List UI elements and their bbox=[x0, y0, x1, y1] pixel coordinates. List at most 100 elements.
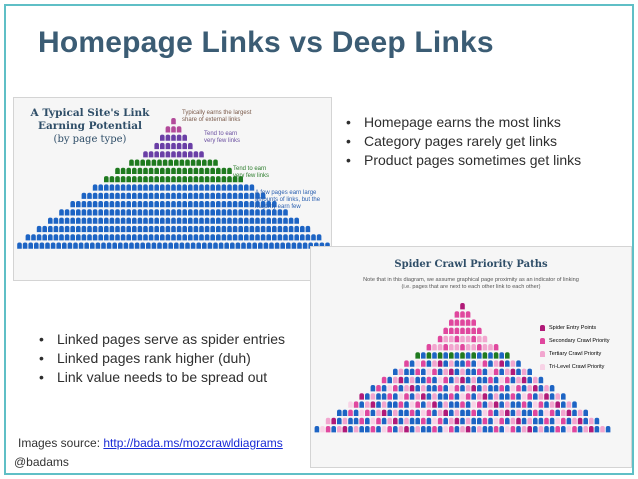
page-glyph bbox=[260, 234, 266, 241]
page-glyph bbox=[118, 242, 123, 249]
page-glyph bbox=[98, 234, 103, 241]
slide-title: Homepage Links vs Deep Links bbox=[38, 26, 494, 59]
page-glyph bbox=[482, 401, 488, 408]
page-glyph bbox=[227, 209, 232, 216]
page-glyph bbox=[59, 225, 64, 233]
legend-entry-points: Spider Entry Points bbox=[540, 321, 610, 334]
page-glyph bbox=[109, 184, 115, 191]
page-glyph bbox=[160, 192, 165, 199]
page-glyph bbox=[404, 409, 409, 416]
page-glyph bbox=[165, 234, 171, 241]
page-glyph bbox=[471, 335, 476, 343]
page-glyph bbox=[193, 184, 199, 191]
page-glyph bbox=[549, 401, 555, 408]
page-glyph bbox=[353, 401, 359, 408]
page-glyph bbox=[204, 225, 210, 233]
page-glyph bbox=[488, 360, 493, 367]
page-glyph bbox=[176, 126, 182, 133]
page-glyph bbox=[81, 217, 87, 224]
page-glyph bbox=[104, 217, 109, 224]
page-glyph bbox=[426, 385, 432, 392]
page-glyph bbox=[151, 159, 157, 166]
page-glyph bbox=[126, 176, 131, 183]
page-glyph bbox=[165, 142, 171, 150]
page-glyph bbox=[168, 159, 173, 166]
page-glyph bbox=[64, 234, 70, 241]
page-glyph bbox=[505, 393, 510, 400]
page-glyph bbox=[404, 393, 409, 400]
page-glyph bbox=[165, 201, 171, 208]
page-glyph bbox=[555, 401, 560, 408]
page-glyph bbox=[544, 385, 549, 392]
page-glyph bbox=[50, 242, 56, 249]
page-glyph bbox=[17, 242, 22, 249]
page-glyph bbox=[477, 360, 482, 367]
page-glyph bbox=[521, 376, 527, 384]
page-glyph bbox=[104, 234, 109, 241]
page-glyph bbox=[471, 368, 476, 375]
page-glyph bbox=[572, 426, 577, 433]
page-glyph bbox=[460, 385, 465, 392]
page-glyph bbox=[533, 376, 538, 384]
page-glyph bbox=[460, 376, 465, 384]
page-glyph bbox=[76, 217, 81, 224]
page-glyph bbox=[210, 209, 215, 216]
page-glyph bbox=[199, 217, 204, 224]
page-glyph bbox=[348, 426, 353, 433]
page-glyph bbox=[221, 234, 227, 241]
page-glyph bbox=[221, 176, 227, 183]
page-glyph bbox=[516, 360, 521, 367]
page-glyph bbox=[64, 217, 70, 224]
page-glyph bbox=[232, 184, 238, 191]
page-glyph bbox=[188, 217, 193, 224]
page-glyph bbox=[227, 184, 232, 191]
legend-swatch bbox=[540, 350, 545, 357]
page-glyph bbox=[454, 311, 460, 318]
page-glyph bbox=[260, 201, 266, 208]
page-glyph bbox=[404, 417, 409, 425]
diagram1-title: A Typical Site's Link Earning Potential bbox=[30, 107, 150, 132]
page-glyph bbox=[538, 417, 544, 425]
page-glyph bbox=[143, 225, 148, 233]
page-glyph bbox=[160, 209, 165, 216]
page-glyph bbox=[376, 417, 381, 425]
page-glyph bbox=[555, 393, 560, 400]
page-glyph bbox=[516, 401, 521, 408]
page-glyph bbox=[465, 409, 471, 416]
page-glyph bbox=[154, 201, 159, 208]
page-glyph bbox=[67, 242, 73, 249]
page-glyph bbox=[188, 225, 193, 233]
page-glyph bbox=[160, 134, 165, 141]
page-glyph bbox=[415, 368, 420, 375]
page-glyph bbox=[126, 234, 131, 241]
page-glyph bbox=[449, 360, 454, 367]
page-glyph bbox=[488, 376, 493, 384]
bullet-category: Category pages rarely get links bbox=[344, 132, 581, 151]
page-glyph bbox=[398, 393, 404, 400]
page-glyph bbox=[393, 385, 398, 392]
page-glyph bbox=[109, 217, 115, 224]
page-glyph bbox=[202, 159, 207, 166]
page-glyph bbox=[432, 401, 437, 408]
page-glyph bbox=[471, 393, 476, 400]
page-glyph bbox=[482, 393, 488, 400]
page-glyph bbox=[359, 409, 364, 416]
page-glyph bbox=[359, 417, 364, 425]
page-glyph bbox=[566, 417, 572, 425]
page-glyph bbox=[249, 184, 255, 191]
page-glyph bbox=[477, 335, 482, 343]
page-glyph bbox=[443, 368, 448, 375]
page-glyph bbox=[409, 409, 415, 416]
page-glyph bbox=[505, 426, 510, 433]
page-glyph bbox=[53, 234, 59, 241]
page-glyph bbox=[443, 376, 448, 384]
page-glyph bbox=[238, 217, 243, 224]
page-glyph bbox=[193, 201, 199, 208]
source-link[interactable]: http://bada.ms/mozcrawldiagrams bbox=[103, 436, 283, 450]
page-glyph bbox=[404, 376, 409, 384]
page-glyph bbox=[176, 134, 182, 141]
page-glyph bbox=[148, 151, 154, 158]
page-glyph bbox=[162, 242, 168, 249]
page-glyph bbox=[255, 209, 260, 216]
page-glyph bbox=[176, 192, 182, 199]
